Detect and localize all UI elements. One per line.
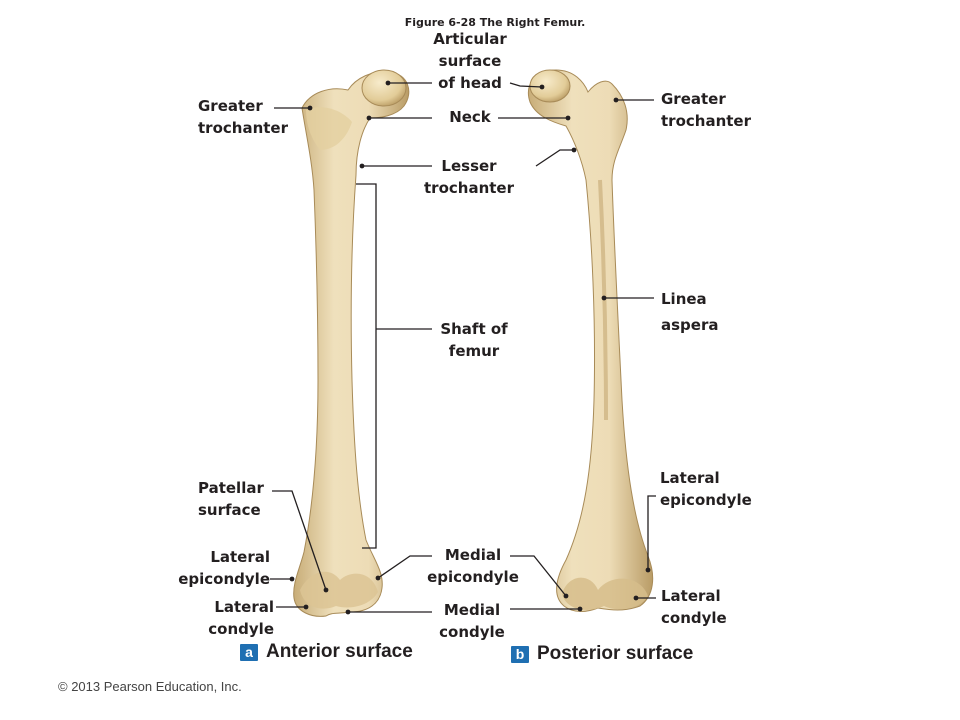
- leader-articular-right: [509, 82, 543, 88]
- figure-title: Figure 6-28 The Right Femur.: [404, 16, 586, 29]
- dot-lesser-left: [359, 163, 365, 169]
- label-shaft-of-femur: Shaft of femur: [440, 320, 508, 360]
- dot-lateral-epicondyle-right: [645, 567, 651, 573]
- panel-badge-b: b: [511, 645, 529, 663]
- dot-lesser-right: [571, 147, 577, 153]
- anterior-femur-body: [293, 71, 410, 617]
- dot-linea-aspera: [601, 295, 607, 301]
- panel-caption-anterior: a Anterior surface: [240, 641, 413, 663]
- posterior-femur: [528, 69, 654, 612]
- dot-lateral-condyle-right: [633, 595, 639, 601]
- dot-patellar: [323, 587, 329, 593]
- posterior-condyles-shading: [562, 577, 648, 610]
- dot-lateral-epicondyle-left: [289, 576, 295, 582]
- leader-dots: [289, 80, 651, 615]
- label-lateral-condyle-left: Lateral condyle: [208, 598, 274, 638]
- dot-greater-trochanter-left: [307, 105, 313, 111]
- label-lateral-condyle-right: Lateral condyle: [661, 587, 727, 627]
- label-linea-aspera: Linea aspera: [661, 290, 719, 334]
- panel-text-posterior: Posterior surface: [537, 643, 694, 664]
- anterior-trochanter-shading: [306, 107, 352, 150]
- label-greater-trochanter-left: Greater trochanter: [198, 97, 288, 137]
- label-patellar-surface: Patellar surface: [198, 479, 264, 519]
- leader-lesser-right: [535, 149, 574, 167]
- panel-caption-posterior: b Posterior surface: [511, 643, 693, 665]
- label-greater-trochanter-right: Greater trochanter: [661, 90, 751, 130]
- leader-lines: [270, 82, 656, 613]
- label-lateral-epicondyle-left: Lateral epicondyle: [178, 548, 270, 588]
- dot-neck-left: [366, 115, 372, 121]
- label-neck: Neck: [449, 108, 491, 126]
- dot-lateral-condyle-left: [303, 604, 309, 610]
- dot-articular-left: [385, 80, 391, 86]
- dot-greater-trochanter-right: [613, 97, 619, 103]
- dot-medial-epicondyle-right: [563, 593, 569, 599]
- dot-medial-epicondyle-left: [375, 575, 381, 581]
- label-articular-surface: Articular surface of head: [433, 30, 507, 92]
- posterior-femoral-head: [529, 69, 571, 103]
- leader-lateral-epicondyle-right: [647, 495, 656, 570]
- anterior-femur: [293, 69, 410, 617]
- leader-patellar: [272, 490, 327, 591]
- leader-shaft-bracket: [356, 183, 377, 549]
- label-medial-epicondyle: Medial epicondyle: [427, 546, 519, 586]
- anterior-condyles-shading: [300, 571, 378, 609]
- leader-medial-epicondyle-right: [510, 555, 567, 597]
- leader-medial-epicondyle-left: [377, 555, 432, 579]
- dot-neck-right: [565, 115, 571, 121]
- dot-medial-condyle-right: [577, 606, 583, 612]
- label-lesser-trochanter: Lesser trochanter: [424, 157, 514, 197]
- panel-badge-a: a: [240, 643, 258, 661]
- anterior-femoral-head: [361, 69, 407, 107]
- posterior-femur-body: [528, 69, 654, 612]
- label-medial-condyle: Medial condyle: [439, 601, 505, 641]
- dot-articular-right: [539, 84, 545, 90]
- copyright-notice: © 2013 Pearson Education, Inc.: [58, 679, 242, 694]
- label-lateral-epicondyle-right: Lateral epicondyle: [660, 469, 752, 509]
- dot-medial-condyle-left: [345, 609, 351, 615]
- panel-text-anterior: Anterior surface: [266, 641, 413, 662]
